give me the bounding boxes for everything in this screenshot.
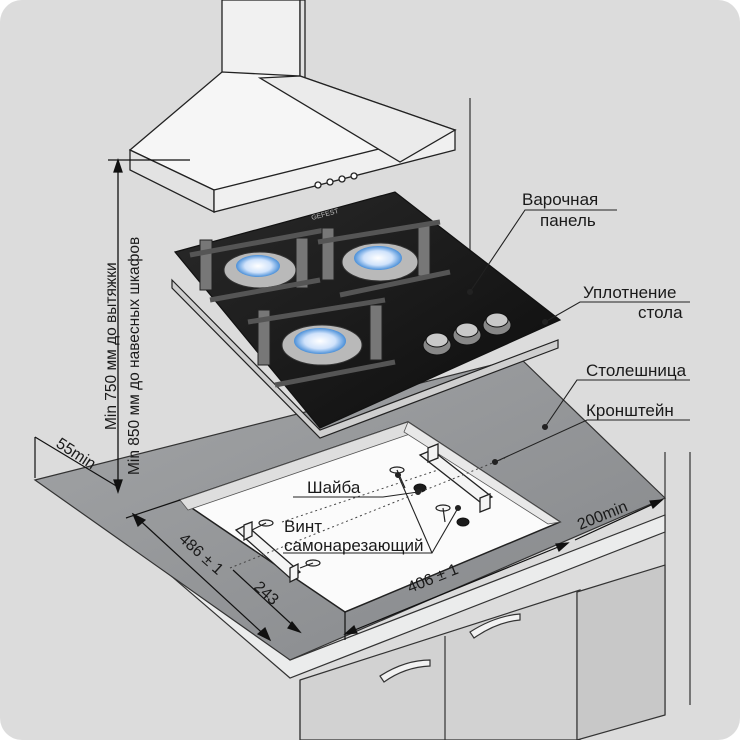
label-bracket: Кронштейн: [586, 401, 674, 420]
dim-55min-lines: [34, 436, 119, 488]
label-seal-line2: стола: [638, 303, 683, 322]
label-screw-line2: самонарезающий: [284, 536, 423, 555]
height-dimension: [108, 157, 190, 495]
callout-lines: [283, 209, 690, 554]
label-hob-line1: Варочная: [522, 190, 598, 209]
center-dotted-line: [229, 457, 506, 569]
label-seal-line1: Уплотнение: [583, 283, 676, 302]
label-washer: Шайба: [307, 478, 361, 497]
label-hob-line2: панель: [540, 211, 596, 230]
control-knobs: [422, 312, 512, 356]
burner-front: [247, 297, 396, 388]
clearance-cabinets: Min 850 мм до навесных шкафов: [126, 237, 143, 475]
bracket-left: [234, 521, 302, 584]
dim-half-lines: [232, 569, 302, 634]
range-hood: [128, 0, 457, 214]
gas-hob: GEFEST: [171, 191, 562, 439]
bracket-right: [418, 443, 494, 513]
hob-glass: [173, 191, 562, 429]
dim-width-lines: [343, 542, 570, 640]
hob-frame: [171, 278, 559, 439]
cutout-inner-wall-right: [403, 421, 562, 525]
burner-back-right: [317, 219, 451, 298]
dim-200min-lines: [574, 499, 664, 541]
clearance-hood: Min 750 мм до вытяжки: [103, 262, 120, 430]
dim-depth-lines: [125, 499, 272, 642]
screws: [251, 466, 451, 569]
label-screw-line1: Винт: [284, 517, 322, 536]
lower-cabinets: [299, 564, 666, 741]
label-countertop: Столешница: [586, 361, 687, 380]
burner-back-left: [189, 227, 326, 303]
